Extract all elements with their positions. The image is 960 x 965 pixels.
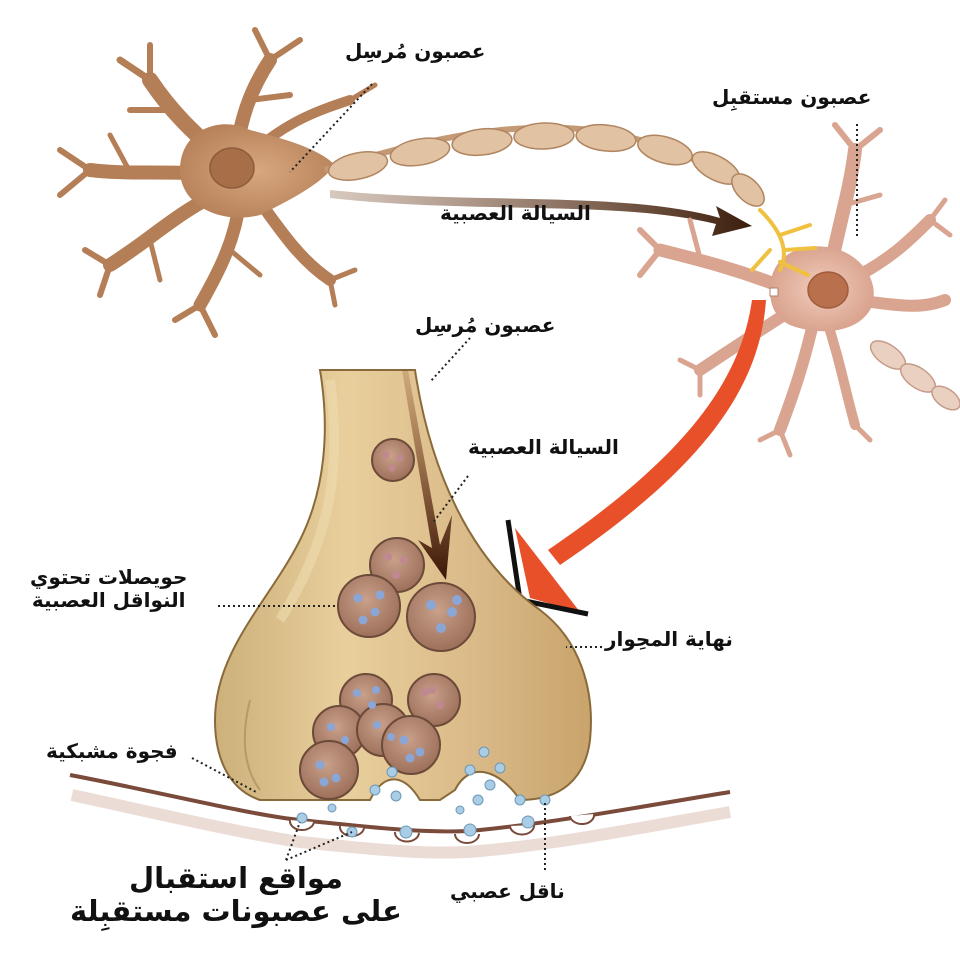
neurotransmitters (296, 746, 551, 839)
impulse-arrow-top (330, 190, 752, 236)
label-receptor-sites-line1: مواقع استقبال (128, 861, 343, 895)
label-presynaptic-neuron-mid: عصبون مُرسِل (415, 313, 556, 337)
vesicles (299, 438, 476, 800)
label-receptor-sites: مواقع استقبال على عصبونات مستقبِلة (70, 861, 402, 929)
sending-neuron (57, 27, 378, 338)
label-axon-terminal: نهاية المحِوار (605, 627, 733, 651)
label-nerve-impulse-top: السيالة العصبية (440, 201, 591, 225)
label-receptor-sites-line2: على عصبونات مستقبِلة (70, 894, 402, 929)
leader-lines (191, 83, 858, 870)
impulse-arrow-mid (402, 370, 452, 580)
label-vesicles-line2: النواقل العصبية (31, 588, 186, 612)
label-synaptic-cleft: فجوة مشبكية (46, 739, 178, 763)
label-vesicles-line1: حويصلات تحتوي (30, 565, 188, 589)
terminal-branches (750, 208, 817, 277)
receiving-neuron (637, 122, 960, 458)
label-postsynaptic-neuron: عصبون مستقبِل (712, 85, 872, 109)
myelinated-axon (324, 122, 765, 207)
label-vesicles: حويصلات تحتوي النواقل العصبية (30, 566, 187, 612)
postsynaptic-membrane (69, 773, 732, 960)
label-nerve-impulse-mid: السيالة العصبية (468, 435, 619, 459)
label-neurotransmitter: ناقل عصبي (450, 879, 565, 903)
label-presynaptic-neuron-top: عصبون مُرسِل (345, 39, 486, 63)
